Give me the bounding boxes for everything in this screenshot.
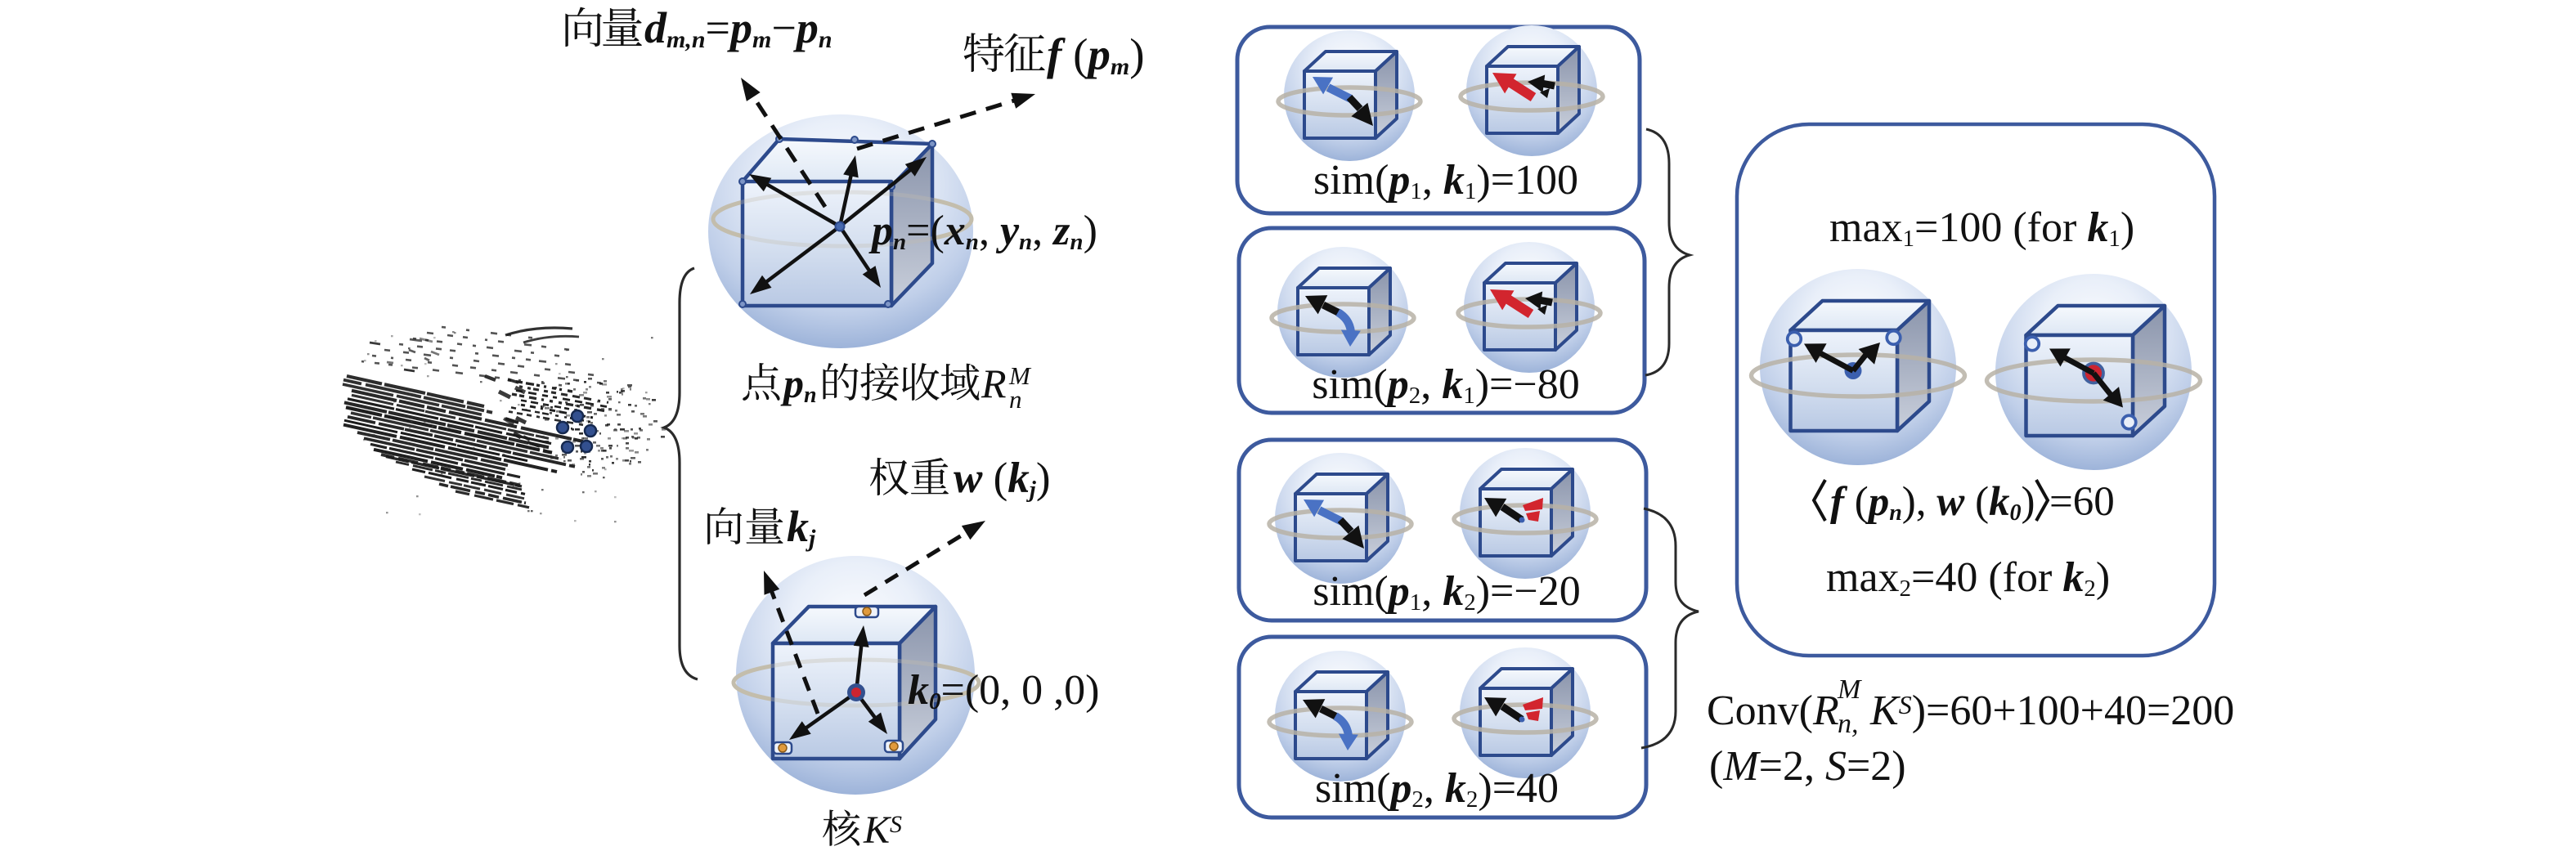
svg-text:sim(p2, k1)=−80: sim(p2, k1)=−80 xyxy=(1312,361,1579,409)
svg-text:n,: n, xyxy=(1838,709,1859,739)
svg-text:dm,n=pm−pn: dm,n=pm−pn xyxy=(644,3,832,53)
svg-text:k0=(0, 0 ,0): k0=(0, 0 ,0) xyxy=(908,667,1099,714)
svg-text:Conv(R: Conv(R xyxy=(1707,688,1839,734)
svg-text:pn: pn xyxy=(780,361,817,408)
svg-text:=60: =60 xyxy=(2049,479,2115,525)
svg-text:kj: kj xyxy=(787,502,816,552)
svg-text:sim(p1, k1)=100: sim(p1, k1)=100 xyxy=(1313,157,1578,204)
svg-text:pn=(xn, yn, zn): pn=(xn, yn, zn) xyxy=(868,208,1097,255)
svg-text:M: M xyxy=(1837,674,1862,705)
svg-text:n: n xyxy=(1009,385,1022,414)
svg-text:max2=40 (for k2): max2=40 (for k2) xyxy=(1826,554,2110,602)
svg-text:f (pn), w (k0): f (pn), w (k0) xyxy=(1830,479,2035,526)
svg-text:w (kj): w (kj) xyxy=(954,455,1050,503)
svg-text:M: M xyxy=(1008,361,1032,390)
svg-text:KS: KS xyxy=(863,808,902,852)
svg-text:R: R xyxy=(981,361,1007,406)
svg-text:sim(p1, k2)=−20: sim(p1, k2)=−20 xyxy=(1313,568,1580,616)
svg-text:f (pm): f (pm) xyxy=(1047,29,1145,80)
svg-text:sim(p2, k2)=40: sim(p2, k2)=40 xyxy=(1315,765,1559,813)
svg-text:max1=100 (for k1): max1=100 (for k1) xyxy=(1829,204,2134,252)
svg-text:KS)=60+100+40=200: KS)=60+100+40=200 xyxy=(1869,688,2234,734)
svg-text:(M=2, S=2): (M=2, S=2) xyxy=(1709,743,1906,790)
